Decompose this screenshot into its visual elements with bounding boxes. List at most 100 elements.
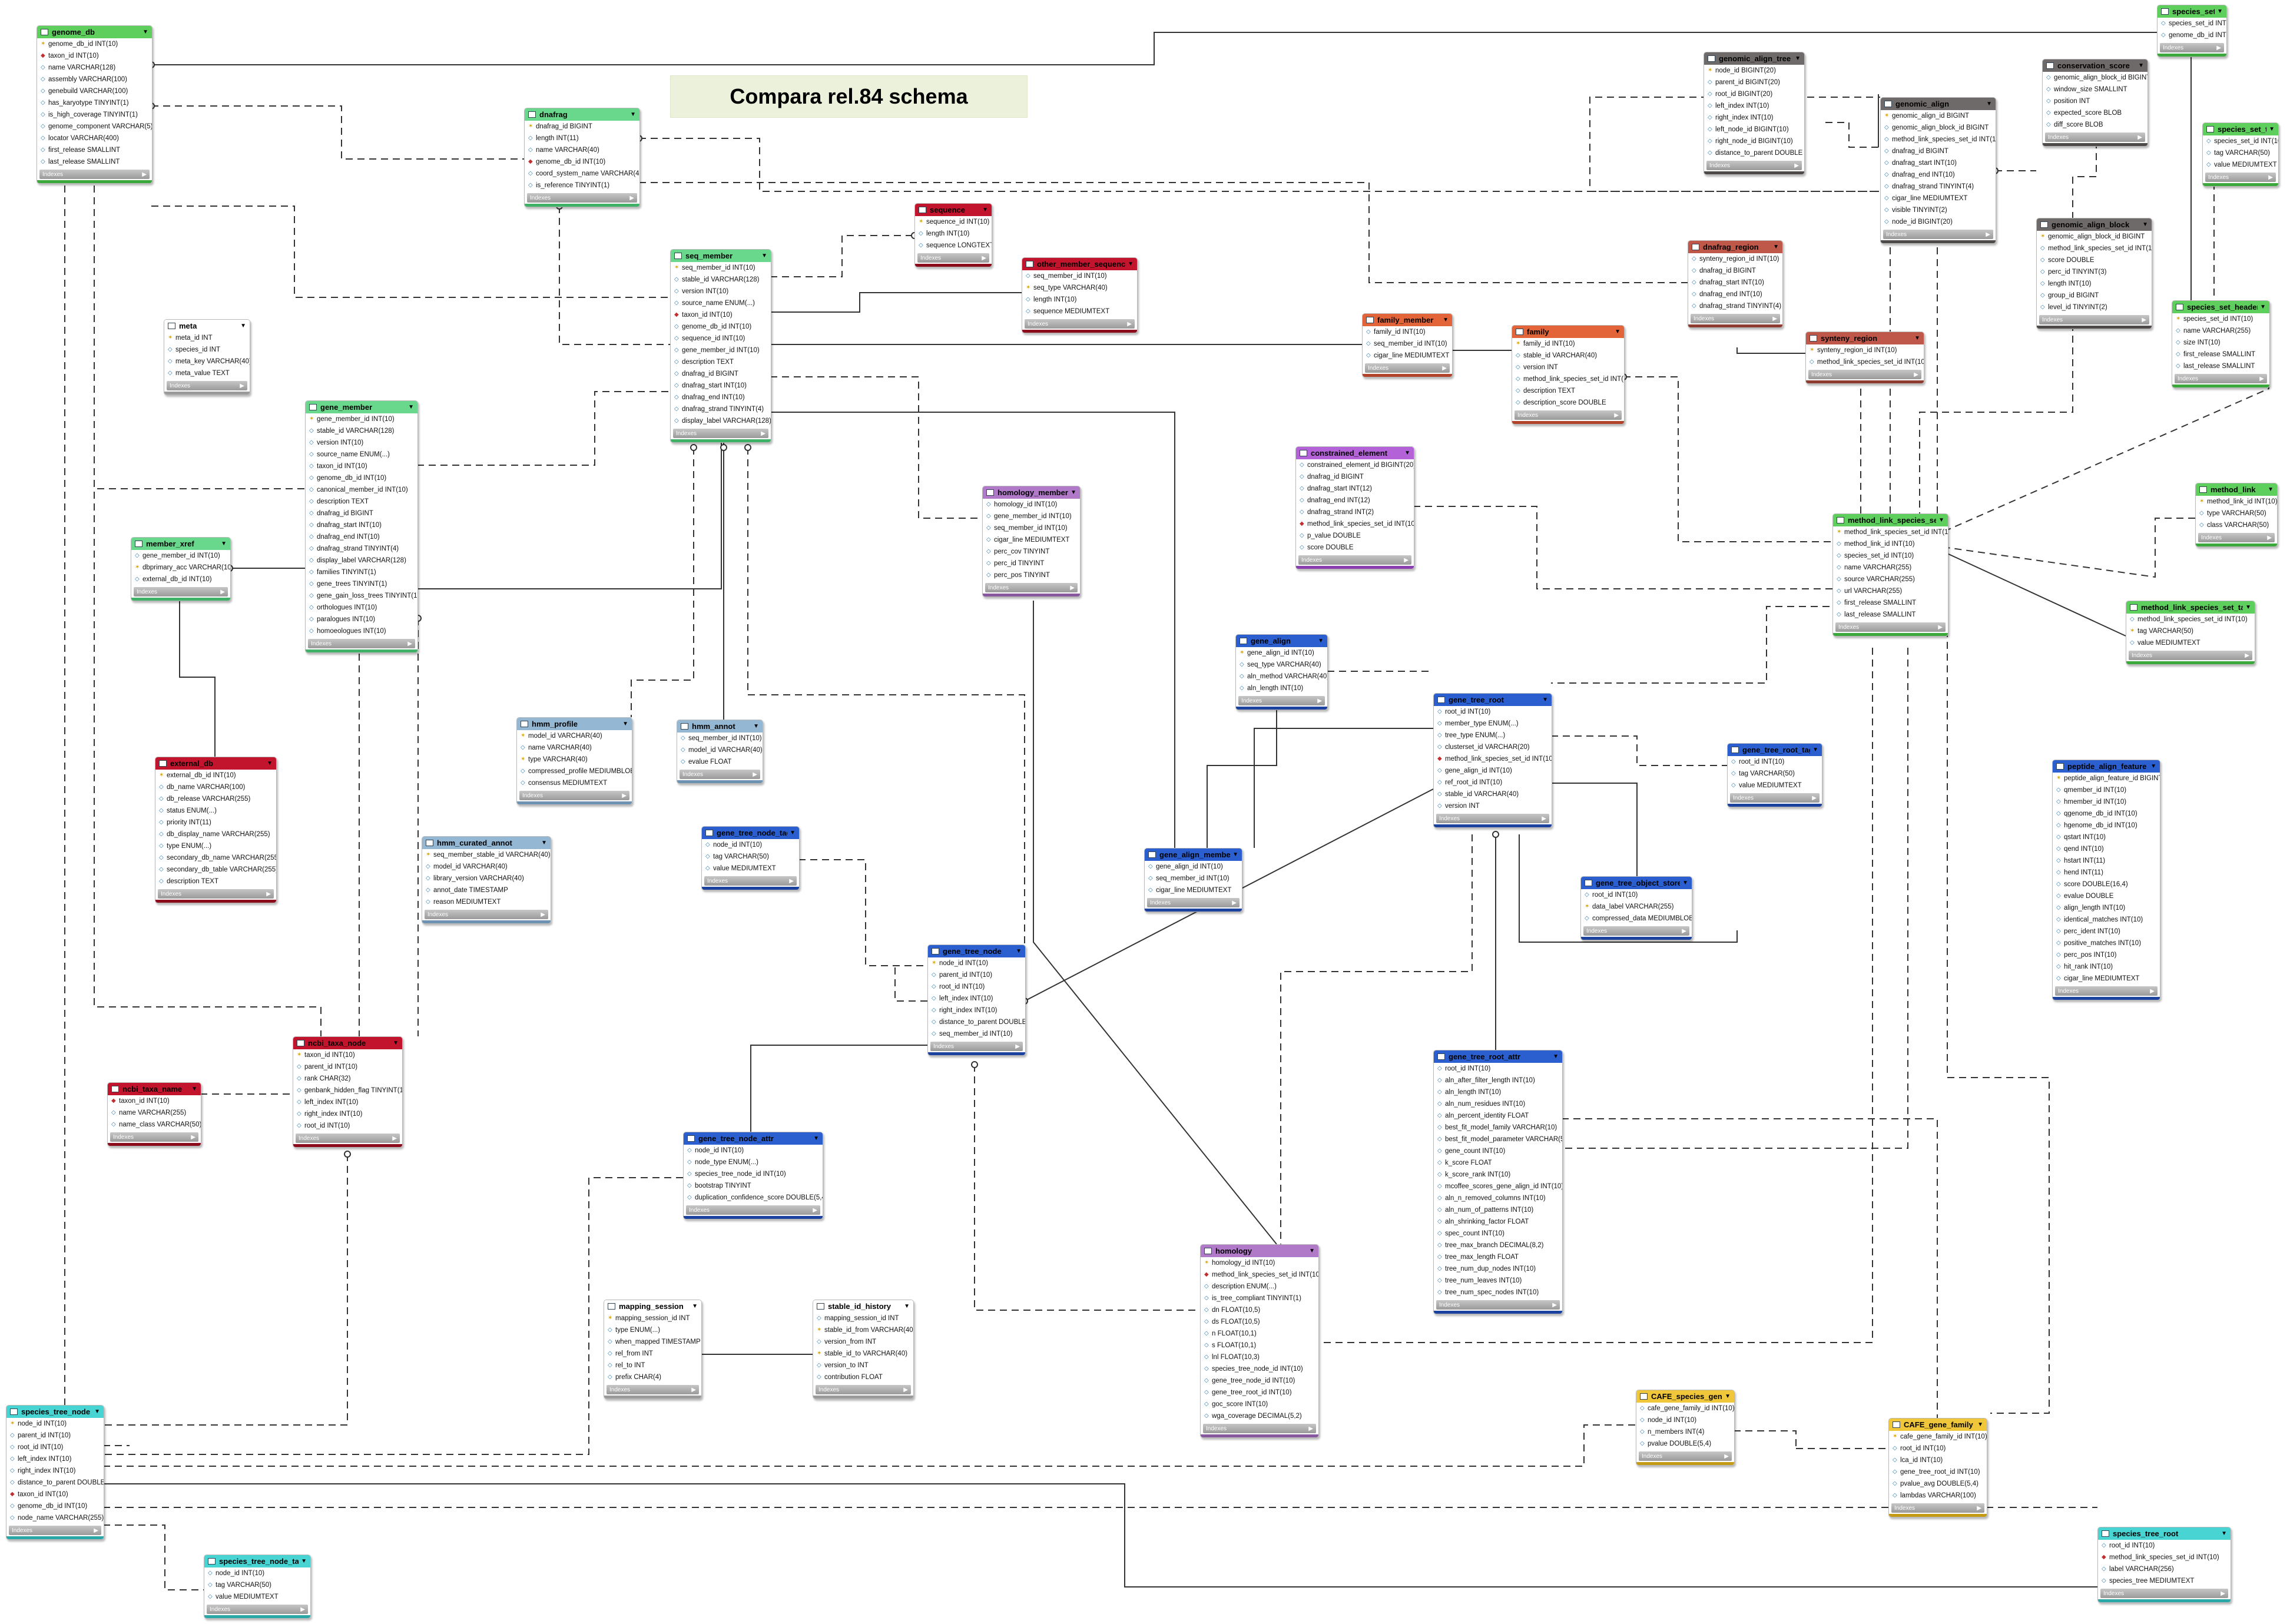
table-header[interactable]: gene_tree_node_tag▼ bbox=[702, 827, 799, 839]
table-gene-align-member[interactable]: gene_align_member▼◇gene_align_id INT(10)… bbox=[1144, 848, 1242, 912]
field-row[interactable]: ◇right_index INT(10) bbox=[928, 1005, 1025, 1016]
expand-arrow-icon[interactable]: ▶ bbox=[789, 877, 794, 884]
field-row[interactable]: ◇group_id BIGINT bbox=[2037, 290, 2152, 301]
table-hmm-curated-annot[interactable]: hmm_curated_annot▼✶seq_member_stable_id … bbox=[422, 836, 551, 924]
field-row[interactable]: ◇version INT bbox=[1434, 800, 1552, 812]
expand-arrow-icon[interactable]: ▶ bbox=[240, 382, 244, 389]
chevron-down-icon[interactable]: ▼ bbox=[301, 1558, 307, 1565]
chevron-down-icon[interactable]: ▼ bbox=[1309, 1248, 1315, 1254]
chevron-down-icon[interactable]: ▼ bbox=[2150, 763, 2156, 770]
indexes-section[interactable]: Indexes▶ bbox=[1883, 230, 1993, 239]
field-row[interactable]: ◇tree_num_dup_nodes INT(10) bbox=[1434, 1263, 1562, 1275]
expand-arrow-icon[interactable]: ▶ bbox=[1682, 927, 1686, 934]
indexes-section[interactable]: Indexes▶ bbox=[158, 889, 274, 899]
indexes-section[interactable]: Indexes▶ bbox=[207, 1605, 308, 1614]
chevron-down-icon[interactable]: ▼ bbox=[1016, 948, 1022, 954]
field-row[interactable]: ◇left_index INT(10) bbox=[293, 1096, 402, 1108]
field-row[interactable]: ◇root_id INT(10) bbox=[293, 1120, 402, 1132]
field-row[interactable]: ◇source_name ENUM(...) bbox=[306, 449, 417, 460]
field-row[interactable]: ✶method_link_species_set_id INT(10) bbox=[1833, 526, 1948, 538]
field-row[interactable]: ◇synteny_region_id INT(10) bbox=[1688, 253, 1782, 265]
table-genomic-align[interactable]: genomic_align▼✶genomic_align_id BIGINT◇g… bbox=[1880, 97, 1996, 244]
chevron-down-icon[interactable]: ▼ bbox=[1682, 880, 1688, 886]
field-row[interactable]: ◇when_mapped TIMESTAMP bbox=[604, 1336, 701, 1348]
table-header[interactable]: dnafrag_region▼ bbox=[1688, 241, 1782, 253]
table-constrained-element[interactable]: constrained_element▼◇constrained_element… bbox=[1295, 446, 1414, 569]
table-species-set[interactable]: species_set▼◇species_set_id INT(10)◇geno… bbox=[2157, 5, 2227, 57]
field-row[interactable]: ◇root_id INT(10) bbox=[928, 981, 1025, 993]
indexes-section[interactable]: Indexes▶ bbox=[1436, 1300, 1560, 1310]
table-hmm-annot[interactable]: hmm_annot▼◇seq_member_id INT(10)◇model_i… bbox=[677, 720, 763, 784]
field-row[interactable]: ◇k_score_rank INT(10) bbox=[1434, 1169, 1562, 1181]
field-row[interactable]: ◇hstart INT(11) bbox=[2053, 855, 2160, 867]
table-header[interactable]: external_db▼ bbox=[155, 757, 276, 770]
table-species-set-header[interactable]: species_set_header▼✶species_set_id INT(1… bbox=[2172, 300, 2270, 388]
field-row[interactable]: ◇node_id INT(10) bbox=[684, 1145, 823, 1156]
chevron-down-icon[interactable]: ▼ bbox=[1404, 450, 1410, 456]
field-row[interactable]: ◇meta_key VARCHAR(40) bbox=[164, 356, 250, 367]
indexes-section[interactable]: Indexes▶ bbox=[134, 587, 228, 596]
table-header[interactable]: homology▼ bbox=[1201, 1245, 1318, 1257]
indexes-section[interactable]: Indexes▶ bbox=[2175, 374, 2267, 383]
chevron-down-icon[interactable]: ▼ bbox=[1795, 55, 1801, 62]
field-row[interactable]: ◇description TEXT bbox=[671, 356, 771, 368]
field-row[interactable]: ◇label VARCHAR(256) bbox=[2098, 1563, 2231, 1575]
field-row[interactable]: ◇node_id INT(10) bbox=[702, 839, 799, 851]
table-header[interactable]: stable_id_history▼ bbox=[813, 1300, 913, 1313]
field-row[interactable]: ✶gene_align_id INT(10) bbox=[1236, 647, 1327, 659]
field-row[interactable]: ◇seq_member_id INT(10) bbox=[1145, 873, 1242, 884]
field-row[interactable]: ◇perc_cov TINYINT bbox=[983, 546, 1080, 558]
field-row[interactable]: ◇library_version VARCHAR(40) bbox=[422, 873, 551, 884]
field-row[interactable]: ◇gene_tree_node_id INT(10) bbox=[1201, 1375, 1318, 1387]
field-row[interactable]: ◇gene_member_id INT(10) bbox=[983, 511, 1080, 522]
field-row[interactable]: ◆method_link_species_set_id INT(10) bbox=[1296, 518, 1414, 530]
field-row[interactable]: ◇secondary_db_table VARCHAR(255) bbox=[155, 864, 276, 876]
field-row[interactable]: ◇genome_db_id INT(10) bbox=[6, 1500, 104, 1512]
field-row[interactable]: ◇description_score DOUBLE bbox=[1512, 397, 1624, 409]
field-row[interactable]: ◇consensus MEDIUMTEXT bbox=[517, 777, 632, 789]
field-row[interactable]: ◇family_id INT(10) bbox=[1363, 326, 1452, 338]
field-row[interactable]: ◇genome_db_id INT(10) bbox=[671, 321, 771, 333]
field-row[interactable]: ◇cigar_line MEDIUMTEXT bbox=[983, 534, 1080, 546]
field-row[interactable]: ◇dnafrag_id BIGINT bbox=[1296, 471, 1414, 483]
field-row[interactable]: ◇right_node_id BIGINT(10) bbox=[1704, 135, 1804, 147]
expand-arrow-icon[interactable]: ▶ bbox=[2259, 375, 2264, 382]
field-row[interactable]: ◇dnafrag_strand TINYINT(4) bbox=[671, 403, 771, 415]
field-row[interactable]: ◇value MEDIUMTEXT bbox=[204, 1591, 310, 1603]
field-row[interactable]: ◇qend INT(10) bbox=[2053, 843, 2160, 855]
table-header[interactable]: family_member▼ bbox=[1363, 314, 1452, 326]
indexes-section[interactable]: Indexes▶ bbox=[816, 1385, 911, 1394]
table-dnafrag[interactable]: dnafrag▼✶dnafrag_id BIGINT◇length INT(11… bbox=[524, 108, 640, 207]
chevron-down-icon[interactable]: ▼ bbox=[393, 1040, 399, 1046]
chevron-down-icon[interactable]: ▼ bbox=[1986, 101, 1992, 107]
field-row[interactable]: ◇dnafrag_id BIGINT bbox=[306, 508, 417, 519]
field-row[interactable]: ◇aln_percent_identity FLOAT bbox=[1434, 1110, 1562, 1122]
chevron-down-icon[interactable]: ▼ bbox=[1977, 1421, 1983, 1428]
table-gene-tree-root-tag[interactable]: gene_tree_root_tag▼◇root_id INT(10)◇tag … bbox=[1727, 743, 1822, 807]
table-dnafrag-region[interactable]: dnafrag_region▼◇synteny_region_id INT(10… bbox=[1688, 240, 1783, 328]
expand-arrow-icon[interactable]: ▶ bbox=[1938, 624, 1943, 631]
field-row[interactable]: ◇aln_after_filter_length INT(10) bbox=[1434, 1075, 1562, 1086]
expand-arrow-icon[interactable]: ▶ bbox=[1308, 1425, 1313, 1432]
field-row[interactable]: ◇display_label VARCHAR(128) bbox=[671, 415, 771, 427]
field-row[interactable]: ◇aln_n_removed_columns INT(10) bbox=[1434, 1192, 1562, 1204]
field-row[interactable]: ◇duplication_confidence_score DOUBLE(5,4… bbox=[684, 1192, 823, 1204]
field-row[interactable]: ◆taxon_id INT(10) bbox=[37, 50, 152, 62]
chevron-down-icon[interactable]: ▼ bbox=[2260, 304, 2266, 310]
field-row[interactable]: ◇species_tree_node_id INT(10) bbox=[1201, 1363, 1318, 1375]
field-row[interactable]: ◇dnafrag_end INT(12) bbox=[1296, 495, 1414, 506]
field-row[interactable]: ◇name VARCHAR(40) bbox=[517, 742, 632, 754]
expand-arrow-icon[interactable]: ▶ bbox=[1724, 1453, 1729, 1460]
indexes-section[interactable]: Indexes▶ bbox=[9, 1526, 101, 1535]
indexes-section[interactable]: Indexes▶ bbox=[308, 639, 415, 648]
table-conservation-score[interactable]: conservation_score▼◇genomic_align_block_… bbox=[2042, 59, 2148, 147]
chevron-down-icon[interactable]: ▼ bbox=[1938, 517, 1944, 523]
field-row[interactable]: ◇score DOUBLE(16,4) bbox=[2053, 879, 2160, 890]
field-row[interactable]: ◇method_link_species_set_id INT(10) bbox=[2126, 614, 2255, 625]
table-header[interactable]: species_set_tag▼ bbox=[2203, 123, 2278, 135]
field-row[interactable]: ◇visible TINYINT(2) bbox=[1881, 204, 1996, 216]
field-row[interactable]: ◇left_node_id BIGINT(10) bbox=[1704, 124, 1804, 135]
field-row[interactable]: ◇expected_score BLOB bbox=[2043, 107, 2148, 119]
field-row[interactable]: ◇genome_db_id INT(10) bbox=[306, 472, 417, 484]
field-row[interactable]: ◇db_release VARCHAR(255) bbox=[155, 793, 276, 805]
